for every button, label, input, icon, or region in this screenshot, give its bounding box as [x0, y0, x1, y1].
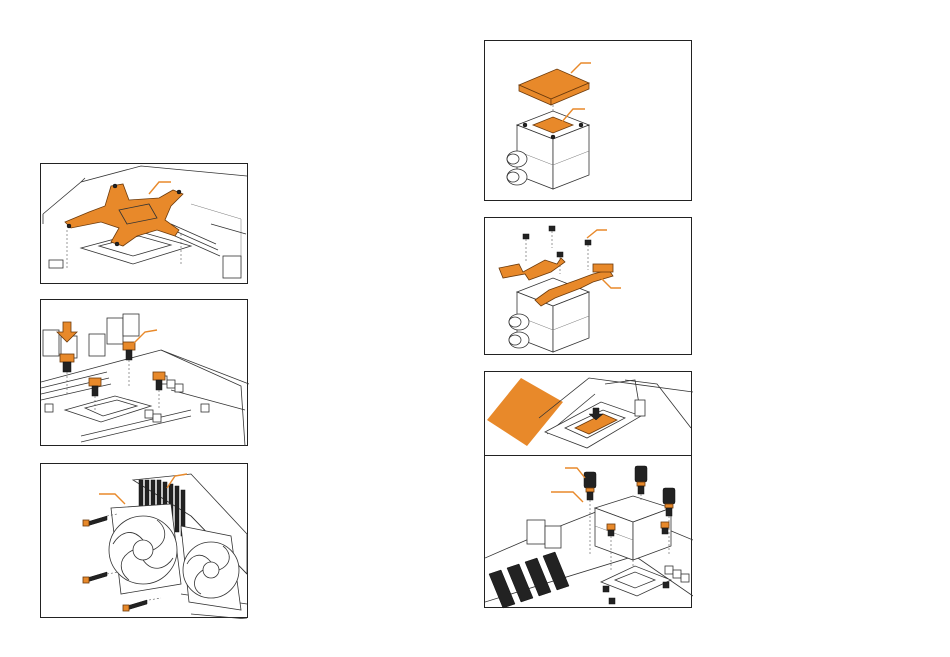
- step-panel-pump-brackets: [484, 217, 692, 355]
- mounting-bracket-icon: [485, 218, 693, 356]
- step-panel-standoffs: [40, 299, 248, 446]
- step-panel-thermal-paste: [484, 371, 692, 456]
- step-panel-pump-mount: [484, 455, 692, 608]
- step-panel-pump-cover: [484, 40, 692, 201]
- thermal-paste-icon: [485, 372, 693, 457]
- standoff-screw-icon: [41, 300, 249, 447]
- backplate-bracket-icon: [41, 164, 249, 285]
- step-panel-backplate: [40, 163, 248, 284]
- fan-radiator-icon: [41, 464, 249, 619]
- step-panel-fans: [40, 463, 248, 618]
- pump-cover-icon: [485, 41, 693, 202]
- thumbscrew-icon: [485, 456, 693, 609]
